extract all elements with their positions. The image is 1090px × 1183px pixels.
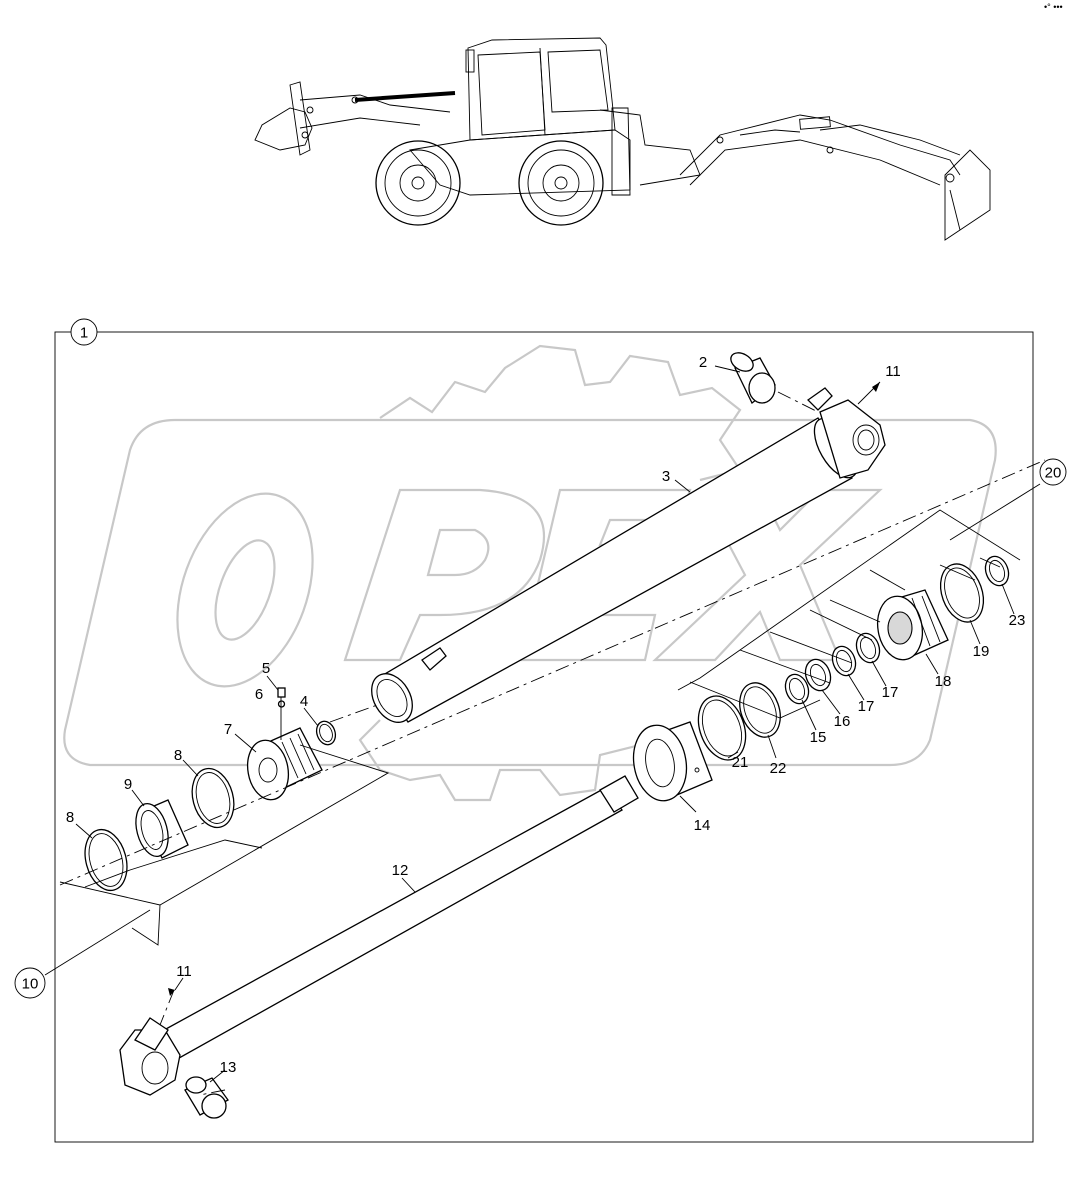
callout-8-upper: 8 — [174, 747, 182, 764]
callout-17-b: 17 — [882, 684, 899, 701]
callout-3: 3 — [662, 468, 670, 485]
callout-15: 15 — [810, 729, 827, 746]
callout-circle-10 — [14, 967, 46, 999]
callout-11-bottom: 11 — [176, 963, 192, 980]
callout-6: 6 — [255, 686, 263, 703]
gland-18 — [876, 589, 949, 661]
assembly-lines — [59, 391, 1046, 1096]
callout-21: 21 — [732, 754, 749, 771]
bushing-13 — [184, 1076, 229, 1119]
callout-17-a: 17 — [858, 698, 875, 715]
ball-and-setscrew — [277, 687, 286, 740]
corner-mark: •° ••• — [1044, 2, 1063, 12]
callout-5: 5 — [262, 660, 270, 677]
callouts: 2 11 3 20 5 6 4 7 8 9 8 12 11 10 13 14 2… — [14, 354, 1067, 1076]
callout-20: 20 — [1045, 465, 1062, 482]
callout-8-lower: 8 — [66, 809, 74, 826]
callout-13: 13 — [220, 1059, 237, 1076]
callout-10: 10 — [22, 976, 39, 993]
piston-rod — [119, 775, 639, 1096]
bushing-2 — [730, 352, 776, 405]
callout-18: 18 — [935, 673, 952, 690]
diagram-frame — [54, 331, 1034, 1143]
callout-circle-20 — [1039, 458, 1067, 486]
callout-12: 12 — [392, 862, 409, 879]
callout-19: 19 — [973, 643, 990, 660]
callout-23: 23 — [1009, 612, 1026, 629]
callout-11-top: 11 — [885, 363, 901, 380]
backhoe-loader-illustration — [254, 37, 991, 241]
callout-22: 22 — [770, 760, 787, 777]
seal-rings — [84, 555, 1010, 892]
leader-lines — [44, 365, 1041, 1083]
callout-9: 9 — [124, 776, 132, 793]
callout-1: 1 — [80, 325, 88, 342]
callout-4: 4 — [300, 693, 308, 710]
callout-circle-1 — [70, 318, 98, 346]
callout-7: 7 — [224, 721, 232, 738]
gland-14 — [632, 721, 713, 802]
callout-14: 14 — [694, 817, 711, 834]
cylinder-barrel — [371, 387, 886, 723]
callout-16: 16 — [834, 713, 851, 730]
piston-7 — [246, 727, 323, 801]
callout-2: 2 — [699, 354, 707, 371]
